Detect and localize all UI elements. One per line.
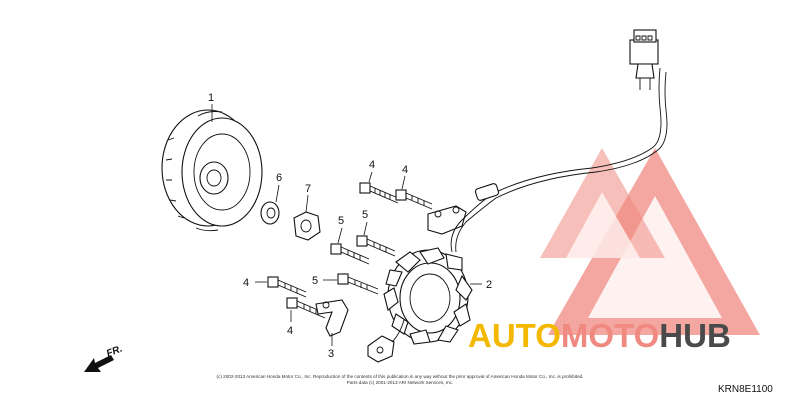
watermark-moto: MOTO	[561, 317, 659, 354]
watermark-hub: HUB	[659, 317, 731, 354]
callout-5-c: 5	[312, 275, 318, 287]
callout-4-upper-right: 4	[402, 164, 408, 176]
bolt-4-upper-left	[359, 182, 399, 204]
callout-1: 1	[208, 92, 214, 104]
callout-4-lower-left: 4	[243, 277, 249, 289]
flange-nut	[293, 211, 321, 241]
pulse-generator	[367, 335, 395, 363]
watermark-brand: AUTOMOTOHUB	[468, 317, 731, 354]
flywheel-rotor	[161, 109, 263, 232]
callout-6: 6	[276, 172, 282, 184]
front-marker-label: FR.	[105, 344, 124, 360]
coupler-connector	[629, 29, 659, 90]
bolt-4-upper-right	[395, 189, 433, 210]
wire-harness	[450, 67, 668, 253]
callout-3: 3	[328, 348, 334, 360]
diagram-code: KRN8E1100	[718, 384, 773, 395]
copyright-line-1: (c) 2002-2013 American Honda Motor Co., …	[217, 374, 584, 379]
bolt-5-b	[356, 235, 396, 257]
watermark-auto: AUTO	[468, 317, 561, 354]
callout-5-a: 5	[338, 215, 344, 227]
wire-clamp	[315, 299, 349, 337]
front-direction-arrow-icon	[84, 355, 114, 372]
callout-4-upper-left: 4	[369, 159, 375, 171]
watermark-logo-icon	[540, 148, 760, 335]
callout-7: 7	[305, 183, 311, 195]
bolt-4-lower	[286, 297, 326, 319]
bolt-4-lower-left	[267, 276, 307, 298]
stator	[383, 247, 473, 345]
callout-4-lower: 4	[287, 325, 293, 337]
bolt-5-c	[337, 273, 379, 295]
washer	[260, 201, 280, 225]
bolt-5-a	[330, 243, 370, 265]
copyright-line-2: Parts data (c) 2001-2013 ARI Network Ser…	[347, 380, 453, 385]
callout-2: 2	[486, 279, 492, 291]
callout-5-b: 5	[362, 209, 368, 221]
